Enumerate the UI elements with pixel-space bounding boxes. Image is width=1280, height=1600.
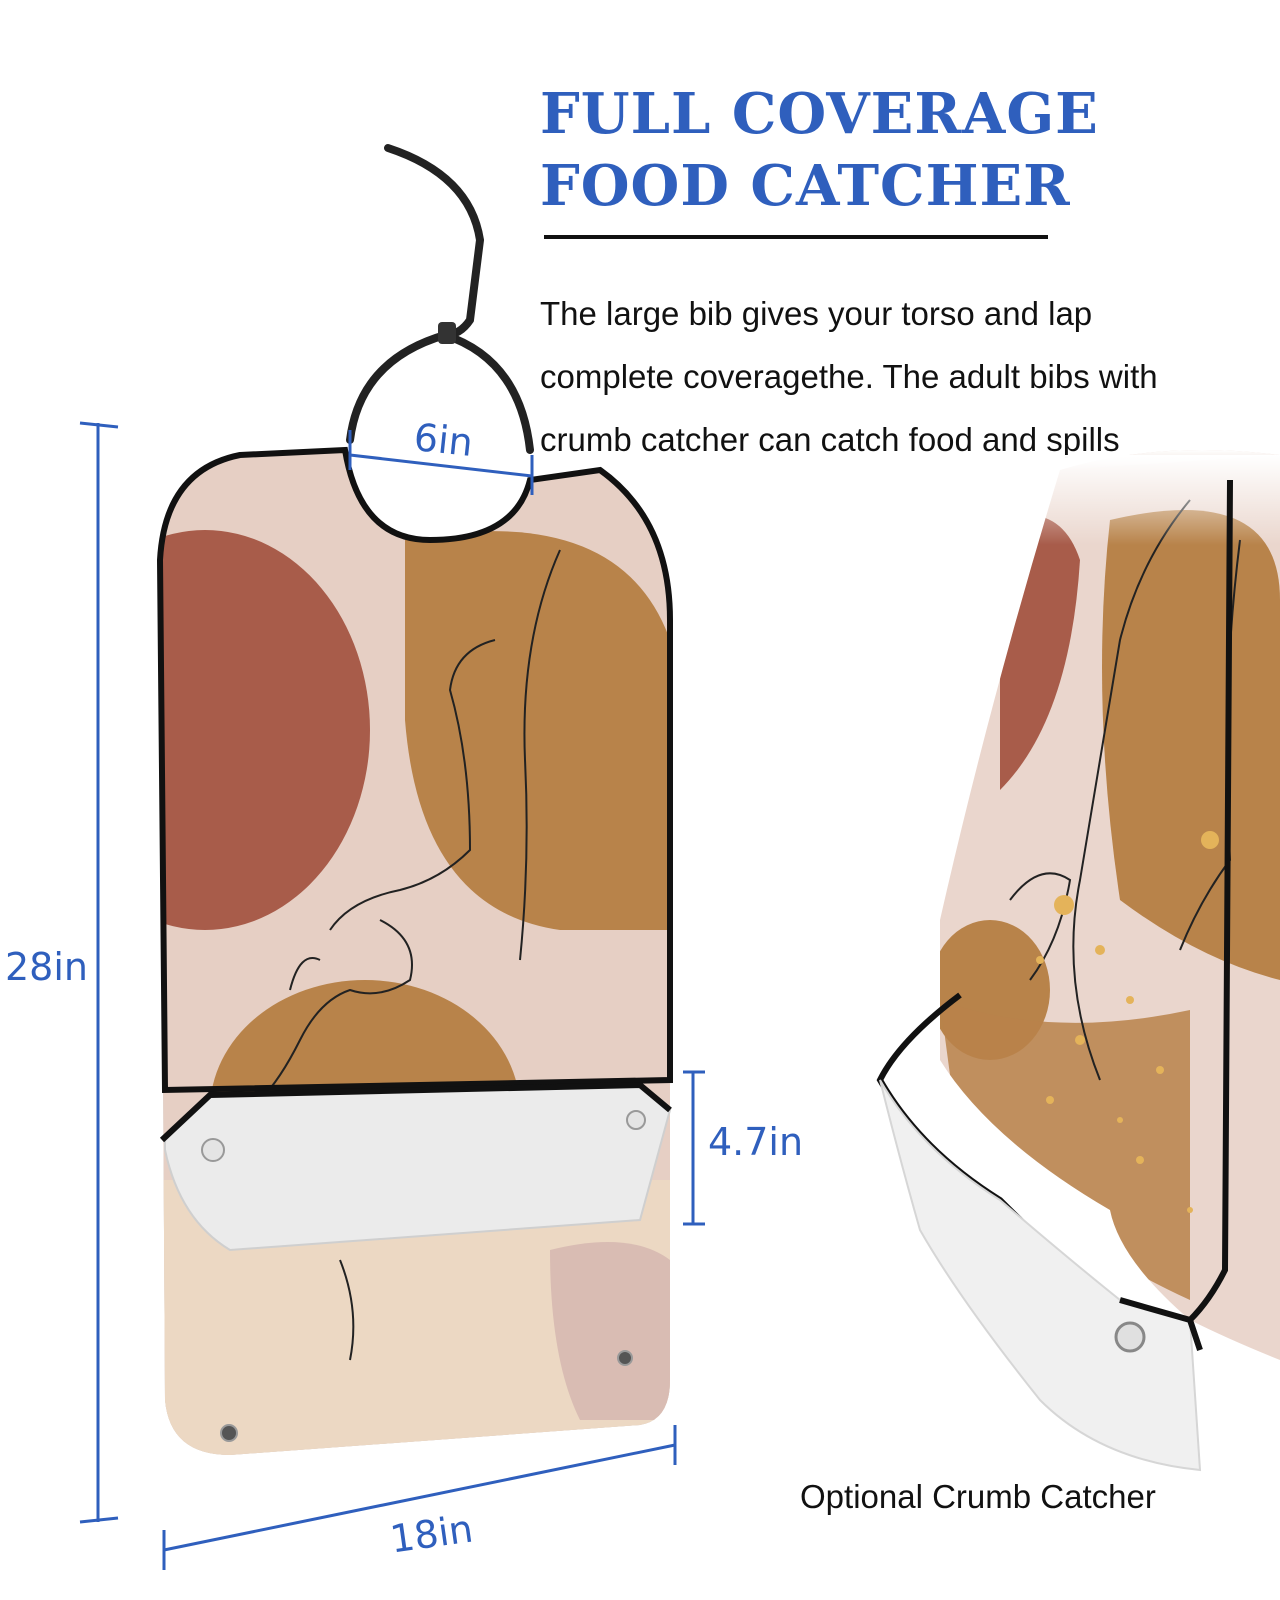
- description-line-2: complete coveragethe. The adult bibs wit…: [540, 358, 1158, 395]
- description: The large bib gives your torso and lap c…: [540, 282, 1270, 471]
- headline: FULL COVERAGE FOOD CATCHER: [540, 78, 1100, 222]
- neck-width-label: 6in: [411, 415, 475, 465]
- bib-front: [156, 446, 673, 1455]
- headline-divider: [544, 235, 1048, 239]
- headline-line-1: FULL COVERAGE: [540, 81, 1099, 147]
- pocket-depth-label: 4.7in: [708, 1120, 804, 1164]
- snap-button: [220, 1424, 238, 1442]
- description-line-3: crumb catcher can catch food and spills: [540, 421, 1120, 458]
- height-label: 28in: [5, 945, 88, 989]
- snap-button: [617, 1350, 633, 1366]
- side-view-caption: Optional Crumb Catcher: [800, 1478, 1156, 1515]
- dimension-guides: [79, 421, 705, 1570]
- headline-line-2: FOOD CATCHER: [540, 153, 1071, 219]
- crumb-catcher-pocket: [159, 1081, 672, 1252]
- side-view-bib: [876, 450, 1280, 1472]
- description-line-1: The large bib gives your torso and lap: [540, 295, 1093, 332]
- neck-strap: [346, 144, 534, 454]
